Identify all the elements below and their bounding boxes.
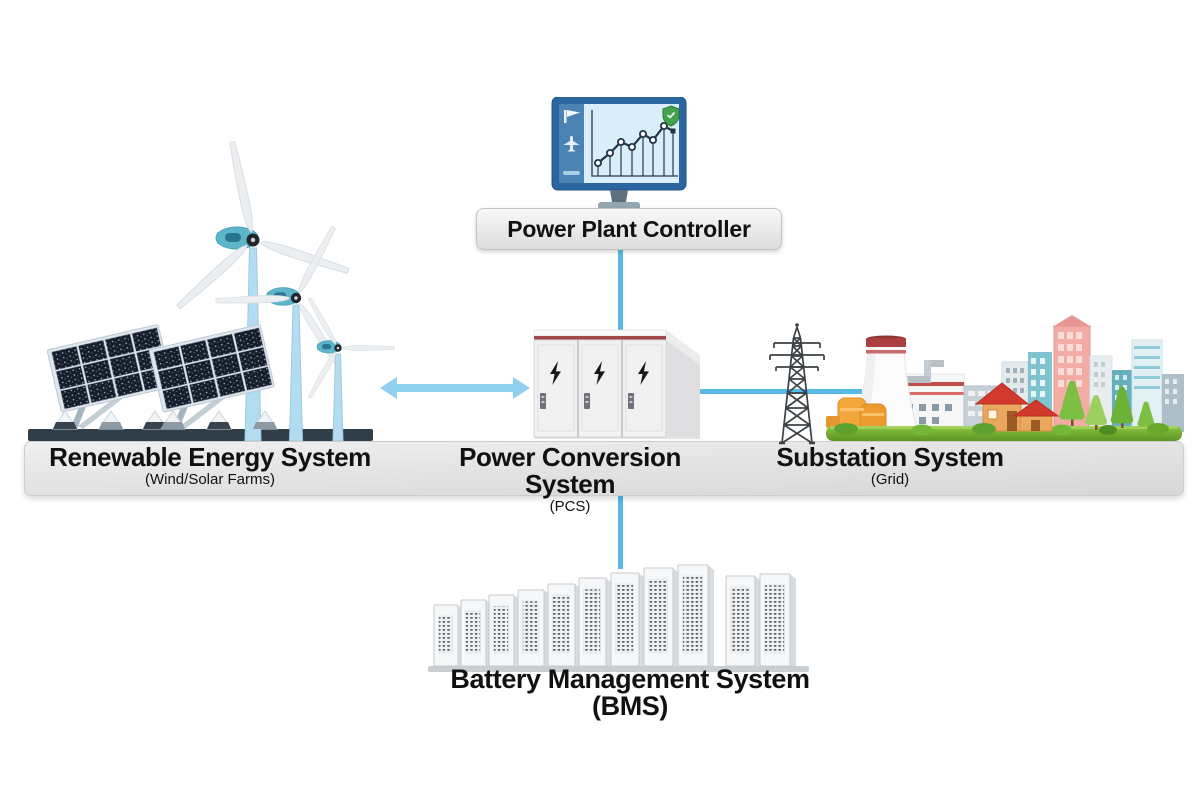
battery-cabinet-row <box>433 564 796 667</box>
bms-subtitle: (BMS) <box>592 691 668 721</box>
substation-subtitle: (Grid) <box>870 471 910 488</box>
pcs-section-label: Power Conversion System (PCS) <box>420 442 720 516</box>
flag-icon <box>564 110 580 123</box>
solar-array-2 <box>148 324 278 430</box>
connector-controller-to-pcs <box>618 202 623 332</box>
wind-turbine-small <box>307 297 395 441</box>
connector-pcs-to-grid <box>697 389 862 394</box>
power-plant-factory <box>826 335 999 433</box>
substation-section-label: Substation System (Grid) <box>740 442 1040 489</box>
bms-section-label: Battery Management System (BMS) <box>428 666 832 720</box>
controller-monitor-graphic <box>551 97 687 210</box>
solar-array-stands <box>160 410 278 430</box>
controller-label: Power Plant Controller <box>507 215 751 242</box>
solar-array-stands <box>52 410 168 430</box>
renewable-subtitle: (Wind/Solar Farms) <box>144 471 275 488</box>
controller-label-box: Power Plant Controller <box>476 208 782 250</box>
renewable-section-label: Renewable Energy System (Wind/Solar Farm… <box>30 442 390 489</box>
renewable-title: Renewable Energy System <box>49 442 371 472</box>
shield-icon <box>662 105 680 127</box>
trees <box>1059 380 1155 430</box>
bidirectional-arrow-icon <box>380 377 530 399</box>
renewable-platform <box>28 429 373 441</box>
pcs-title: Power Conversion System <box>459 442 681 499</box>
house-small <box>1012 399 1060 432</box>
transmission-tower-graphic <box>769 323 825 445</box>
bms-battery-racks-graphic <box>428 564 809 672</box>
monitor-stand <box>598 190 640 210</box>
substation-city-graphic <box>826 315 1184 441</box>
bushes <box>834 423 1169 436</box>
line-chart-icon <box>591 110 678 177</box>
pcs-cabinets-graphic <box>533 329 700 439</box>
renewable-energy-graphic <box>46 140 395 441</box>
system-label-band <box>24 441 1184 496</box>
solar-array-1 <box>46 324 173 430</box>
pcs-subtitle: (PCS) <box>549 498 591 515</box>
substation-title: Substation System <box>776 442 1004 472</box>
bms-platform <box>428 666 809 672</box>
airplane-icon <box>563 136 580 152</box>
bms-title: Battery Management System <box>450 664 810 694</box>
house-large <box>974 382 1030 432</box>
wind-turbine-medium <box>215 225 342 441</box>
connector-pcs-to-bms <box>618 493 623 569</box>
